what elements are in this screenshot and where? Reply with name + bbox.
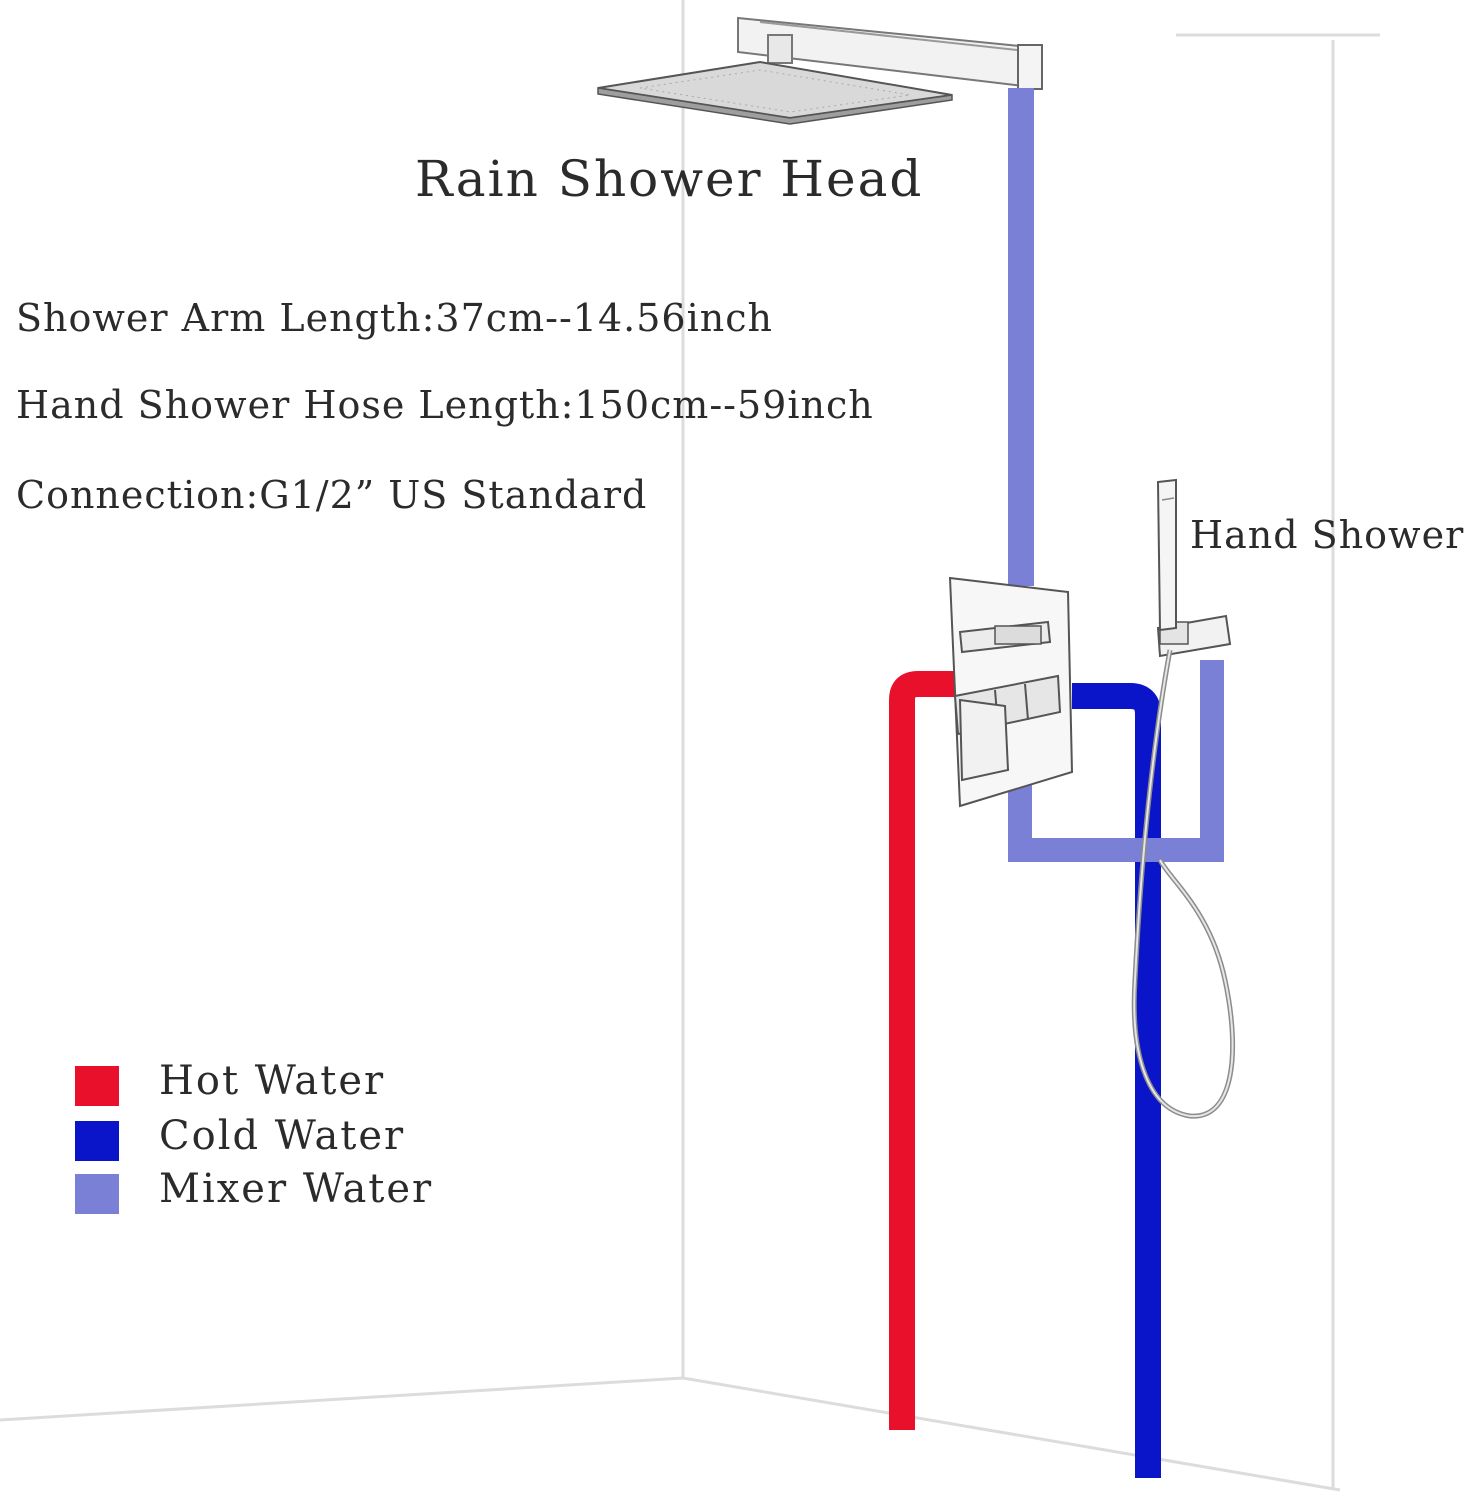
hand-shower	[1156, 478, 1177, 632]
mixer-water-swatch	[75, 1174, 119, 1214]
cold-water-swatch	[75, 1121, 119, 1161]
shower-arm	[737, 16, 1043, 90]
mixer-valve	[948, 576, 1074, 808]
spec-connection: Connection:G1/2” US Standard	[16, 473, 648, 517]
mixer-water-loop	[1008, 660, 1224, 862]
cold-water-pipe	[1072, 683, 1161, 1478]
room-outline	[0, 0, 1380, 1492]
mixer-water-riser	[1008, 88, 1034, 586]
legend-label: Cold Water	[159, 1113, 406, 1159]
spec-arm-length: Shower Arm Length:37cm--14.56inch	[16, 296, 773, 340]
hand-shower-label: Hand Shower	[1190, 513, 1465, 557]
hot-water-pipe	[889, 671, 965, 1430]
diagram-title: Rain Shower Head	[415, 150, 924, 208]
hot-water-swatch	[75, 1066, 119, 1106]
legend-label: Hot Water	[159, 1058, 386, 1104]
legend-label: Mixer Water	[159, 1166, 434, 1212]
rain-shower-head	[597, 60, 953, 125]
spec-hose-length: Hand Shower Hose Length:150cm--59inch	[16, 383, 874, 427]
